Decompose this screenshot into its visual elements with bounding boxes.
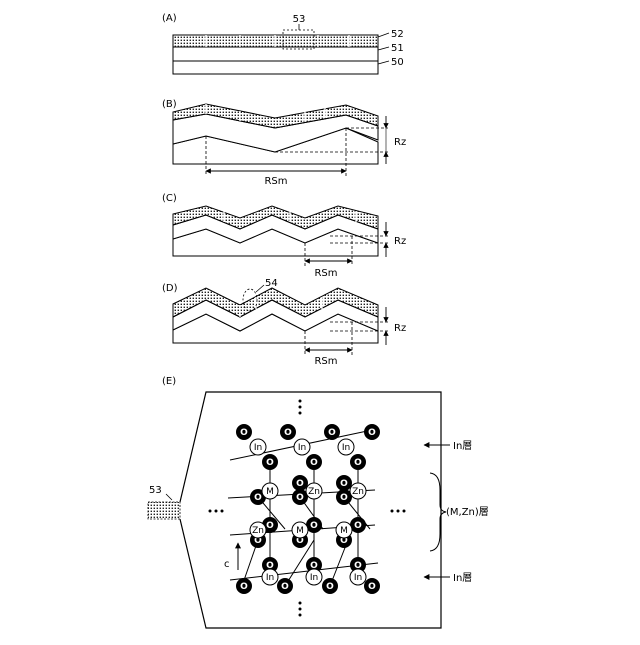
layer-label-52: 52 <box>391 29 404 40</box>
vertical-ellipsis-top <box>299 400 302 415</box>
svg-text:O: O <box>326 582 334 592</box>
svg-text:O: O <box>340 493 348 503</box>
layer-label-50: 50 <box>391 57 404 68</box>
svg-text:Zn: Zn <box>308 487 320 497</box>
oxygen-atom: O <box>293 490 308 505</box>
callout-54: 54 <box>265 278 278 289</box>
svg-text:In: In <box>254 443 262 453</box>
region-53-box-e <box>148 502 180 519</box>
svg-text:M: M <box>340 526 348 536</box>
oxygen-atom: O <box>365 579 380 594</box>
oxygen-atom: O <box>351 455 366 470</box>
panel-c: (C) RSm Rz <box>162 193 406 279</box>
svg-text:O: O <box>328 428 336 438</box>
oxygen-atom: O <box>337 476 352 491</box>
svg-text:In: In <box>266 573 274 583</box>
svg-text:Zn: Zn <box>352 487 364 497</box>
indium-atom: In <box>306 569 322 585</box>
zinc-atom: Zn <box>250 522 266 538</box>
layer-label-in-top: In層 <box>453 440 472 452</box>
indium-atom: In <box>350 569 366 585</box>
zinc-atom: Zn <box>306 483 322 499</box>
oxygen-atom: O <box>237 579 252 594</box>
svg-text:O: O <box>296 493 304 503</box>
svg-text:O: O <box>340 479 348 489</box>
panel-c-label: (C) <box>162 193 177 204</box>
svg-text:In: In <box>342 443 350 453</box>
horizontal-ellipsis-right <box>391 510 406 513</box>
oxygen-atom: O <box>278 579 293 594</box>
rsm-label-d: RSm <box>314 356 337 367</box>
svg-text:In: In <box>298 443 306 453</box>
rsm-label-c: RSm <box>314 268 337 279</box>
indium-atom: In <box>338 439 354 455</box>
svg-text:O: O <box>266 458 274 468</box>
indium-atom: In <box>250 439 266 455</box>
svg-text:O: O <box>368 582 376 592</box>
svg-text:M: M <box>266 487 274 497</box>
svg-text:O: O <box>310 521 318 531</box>
layer-51 <box>173 47 378 61</box>
svg-text:In: In <box>310 573 318 583</box>
metal-atom: M <box>262 483 278 499</box>
panel-d: (D) 54 RSm Rz <box>162 278 406 367</box>
indium-atom: In <box>294 439 310 455</box>
rsm-label-b: RSm <box>264 176 287 187</box>
svg-text:O: O <box>368 428 376 438</box>
rz-label-c: Rz <box>394 236 406 247</box>
panel-a-label: (A) <box>162 13 177 24</box>
panel-d-label: (D) <box>162 283 178 294</box>
svg-text:O: O <box>354 521 362 531</box>
svg-text:Zn: Zn <box>252 526 264 536</box>
oxygen-atom: O <box>307 455 322 470</box>
oxygen-atom: O <box>351 518 366 533</box>
svg-text:O: O <box>254 493 262 503</box>
oxygen-atom: O <box>307 518 322 533</box>
oxygen-atom: O <box>365 425 380 440</box>
layer-label-51: 51 <box>391 43 404 54</box>
oxygen-atom: O <box>281 425 296 440</box>
panel-b: (B) RSm Rz <box>162 99 406 187</box>
panel-b-label: (B) <box>162 99 177 110</box>
svg-text:O: O <box>310 458 318 468</box>
svg-text:O: O <box>281 582 289 592</box>
c-axis-label: c <box>224 559 230 570</box>
panel-e-label: (E) <box>162 376 176 387</box>
mzn-layer-brace <box>430 473 446 551</box>
svg-text:O: O <box>240 428 248 438</box>
svg-text:O: O <box>266 521 274 531</box>
panel-e: (E) 53 OOOOOOOInInInOOOOOOOOOOOOOOMZnZnZ… <box>148 376 489 628</box>
source-callout-53: 53 <box>149 485 162 496</box>
vertical-ellipsis-bottom <box>299 602 302 617</box>
metal-atom: M <box>336 522 352 538</box>
oxygen-atom: O <box>293 476 308 491</box>
svg-text:O: O <box>284 428 292 438</box>
metal-atom: M <box>292 522 308 538</box>
substrate-50 <box>173 61 378 74</box>
layer-label-mzn: (M,Zn)層 <box>446 506 489 518</box>
oxygen-atom: O <box>325 425 340 440</box>
oxygen-atom: O <box>263 455 278 470</box>
indium-atom: In <box>262 569 278 585</box>
svg-text:O: O <box>354 458 362 468</box>
panel-a: (A) 53 52 51 50 <box>162 13 404 74</box>
svg-text:O: O <box>296 479 304 489</box>
horizontal-ellipsis-left <box>209 510 224 513</box>
oxygen-atom: O <box>323 579 338 594</box>
svg-text:In: In <box>354 573 362 583</box>
rz-label-d: Rz <box>394 323 406 334</box>
magnified-frame <box>180 392 441 628</box>
svg-text:M: M <box>296 526 304 536</box>
oxygen-atom: O <box>337 490 352 505</box>
callout-53: 53 <box>293 14 306 25</box>
zinc-atom: Zn <box>350 483 366 499</box>
rz-label-b: Rz <box>394 137 406 148</box>
substrate-c <box>173 229 378 256</box>
layer-label-in-bottom: In層 <box>453 572 472 584</box>
svg-text:O: O <box>240 582 248 592</box>
oxygen-atom: O <box>237 425 252 440</box>
